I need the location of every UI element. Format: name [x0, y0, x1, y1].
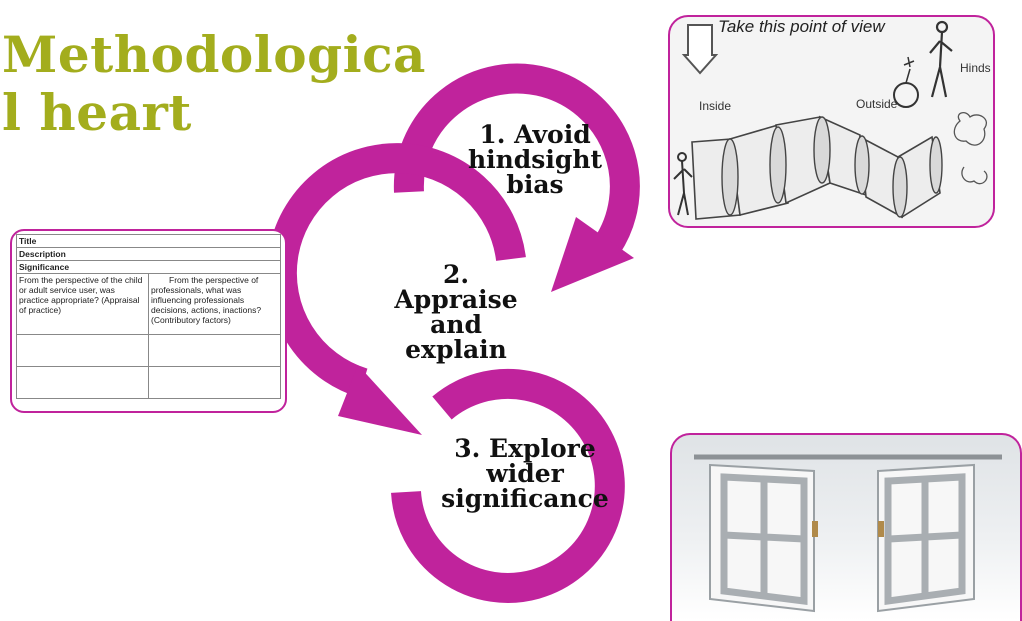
table-cell-appraisal: From the perspective of the child or adu… — [16, 273, 149, 335]
sketch-inside-label: Inside — [699, 99, 732, 113]
step-2-line: and — [430, 310, 482, 339]
arrow-1-head — [551, 217, 634, 292]
sketch-outside-label: Outside — [856, 97, 898, 111]
slide-title-line-1: Methodologica — [2, 25, 426, 84]
table-empty-cell — [16, 334, 149, 367]
table-cell-contributory: From the perspective of professionals, w… — [148, 273, 281, 335]
tunnel-sketch-icon — [673, 20, 988, 220]
sketch-hindsight-label: Hinds — [960, 61, 991, 75]
step-1-label: 1. Avoid hindsight bias — [455, 122, 615, 197]
sketch-heading: Take this point of view — [718, 17, 885, 36]
step-1-line: hindsight — [467, 145, 603, 174]
template-table: Title Description Significance From the … — [16, 234, 281, 399]
step-2-line: 2. — [442, 260, 470, 289]
step-2-label: 2. Appraise and explain — [381, 262, 531, 362]
open-window-icon — [694, 454, 1002, 613]
open-window-image — [670, 433, 1022, 621]
step-3-line: 3. Explore — [454, 434, 596, 463]
table-row-description: Description — [16, 247, 281, 261]
arrow-1-arc — [393, 63, 640, 255]
step-1-line: bias — [506, 170, 564, 199]
step-3-line: wider — [486, 459, 564, 488]
arrow-2-head — [338, 365, 422, 435]
point-of-view-sketch: Take this point of view Inside Outside H… — [668, 15, 995, 228]
step-2-line: Appraise — [394, 285, 518, 314]
step-1-line: 1. Avoid — [479, 120, 591, 149]
step-2-line: explain — [405, 335, 507, 364]
step-3-line: significance — [441, 484, 609, 513]
table-row-title: Title — [16, 234, 281, 248]
arrow-2-arc — [266, 143, 526, 398]
template-table-card: Title Description Significance From the … — [10, 229, 287, 413]
table-empty-cell — [16, 366, 149, 399]
table-empty-cell — [148, 366, 281, 399]
slide-title: Methodologica l heart — [2, 26, 472, 142]
table-row-significance: Significance — [16, 260, 281, 274]
step-3-label: 3. Explore wider significance — [440, 436, 610, 511]
arrow-3-arc — [391, 369, 625, 603]
table-empty-cell — [148, 334, 281, 367]
slide-title-line-2: l heart — [2, 83, 192, 142]
